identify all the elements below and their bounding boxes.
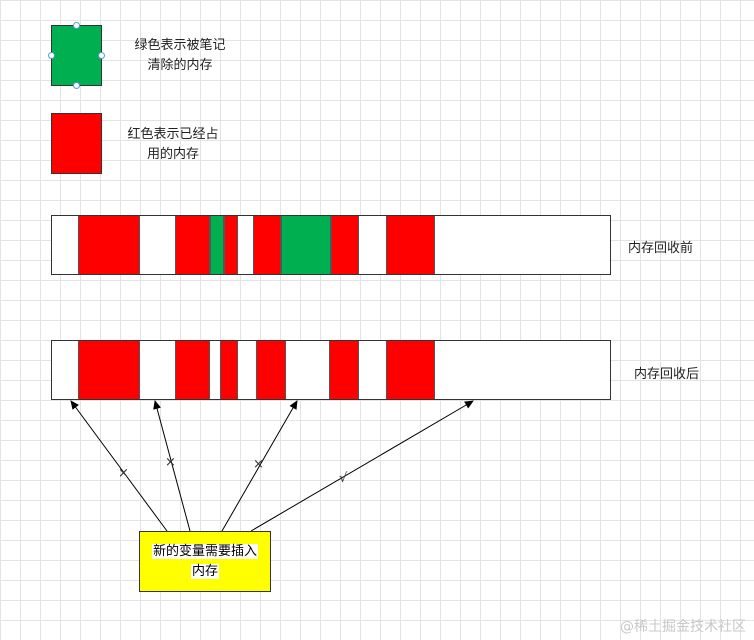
legend-green-line2: 清除的内存 [147, 58, 213, 73]
before-segment-7 [331, 216, 359, 274]
arrow-mark-3: × [253, 457, 264, 472]
selection-handle-right[interactable] [98, 52, 105, 59]
before-segment-6 [281, 216, 331, 274]
after-segment-6 [386, 341, 435, 399]
arrow-line-2 [153, 400, 191, 532]
arrow-line-4 [250, 400, 474, 532]
before-segment-4 [224, 216, 238, 274]
legend-red-box [51, 113, 102, 174]
after-segment-4 [256, 341, 286, 399]
arrow-line-3 [221, 400, 298, 532]
selection-handle-left[interactable] [48, 52, 55, 59]
selection-handle-bottom[interactable] [73, 82, 80, 89]
new-variable-box: 新的变量需要插入 内存 [139, 531, 271, 592]
memory-bar-after [51, 340, 611, 400]
arrow-mark-4: √ [339, 471, 348, 486]
memory-bar-before [51, 215, 611, 275]
new-variable-line1: 新的变量需要插入 [151, 543, 258, 559]
label-after: 内存回收后 [634, 367, 700, 382]
before-segment-1 [78, 216, 140, 274]
selection-handle-top[interactable] [73, 22, 80, 29]
before-segment-2 [175, 216, 210, 274]
arrow-mark-2: × [165, 455, 176, 470]
legend-green-text: 绿色表示被笔记 清除的内存 [110, 36, 250, 76]
legend-green-line1: 绿色表示被笔记 [134, 38, 226, 53]
before-segment-3 [210, 216, 224, 274]
arrow-mark-1: × [118, 466, 129, 481]
legend-red-line2: 用的内存 [146, 147, 199, 162]
after-segment-2 [175, 341, 210, 399]
label-before: 内存回收前 [628, 241, 694, 256]
after-segment-1 [78, 341, 140, 399]
watermark-text: @稀土掘金技术社区 [620, 619, 746, 635]
legend-red-line1: 红色表示已经占 [127, 127, 219, 142]
legend-red-text: 红色表示已经占 用的内存 [103, 125, 243, 165]
before-segment-8 [386, 216, 435, 274]
new-variable-line2: 内存 [190, 563, 219, 579]
before-segment-5 [253, 216, 281, 274]
arrow-line-1 [70, 400, 168, 532]
after-segment-5 [329, 341, 359, 399]
after-segment-3 [220, 341, 238, 399]
